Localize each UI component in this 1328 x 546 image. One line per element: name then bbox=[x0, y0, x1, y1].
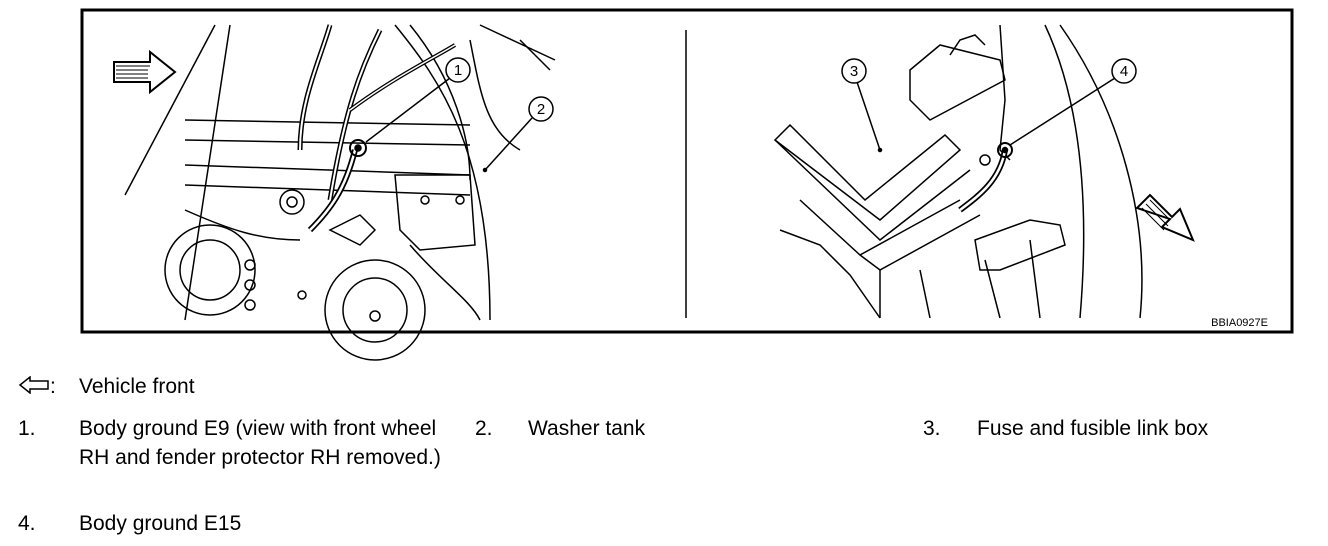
vehicle-front-arrow-icon bbox=[18, 376, 49, 394]
callout-3: 3 bbox=[841, 58, 867, 84]
right-panel-drawing bbox=[773, 24, 1195, 319]
callout-1: 1 bbox=[445, 57, 471, 83]
arrow-symbol-colon: : bbox=[50, 375, 56, 398]
legend-item-2-number: 2. bbox=[475, 417, 493, 440]
callout-2-label: 2 bbox=[537, 101, 545, 118]
callout-1-label: 1 bbox=[454, 62, 462, 79]
legend-item-1-label: Body ground E9 (view with front wheel RH… bbox=[79, 417, 441, 469]
legend-item-1-number: 1. bbox=[18, 417, 36, 440]
vehicle-front-arrow-left bbox=[113, 49, 177, 95]
vehicle-front-arrow-right bbox=[1135, 193, 1195, 242]
legend-item-4-label: Body ground E15 bbox=[79, 512, 242, 535]
figure-frame bbox=[80, 8, 1294, 334]
callout-4-label: 4 bbox=[1120, 63, 1128, 80]
callout-2: 2 bbox=[528, 96, 554, 122]
callout-3-label: 3 bbox=[850, 63, 858, 80]
arrow-label: Vehicle front bbox=[79, 375, 195, 398]
callout-4: 4 bbox=[1111, 58, 1137, 84]
left-panel-drawing bbox=[113, 24, 556, 361]
figure-code: BBIA0927E bbox=[1211, 317, 1268, 329]
legend-item-4-number: 4. bbox=[18, 512, 36, 535]
legend-item-3-label: Fuse and fusible link box bbox=[977, 417, 1209, 440]
legend-item-3-number: 3. bbox=[923, 417, 941, 440]
legend-item-2-label: Washer tank bbox=[528, 417, 646, 440]
